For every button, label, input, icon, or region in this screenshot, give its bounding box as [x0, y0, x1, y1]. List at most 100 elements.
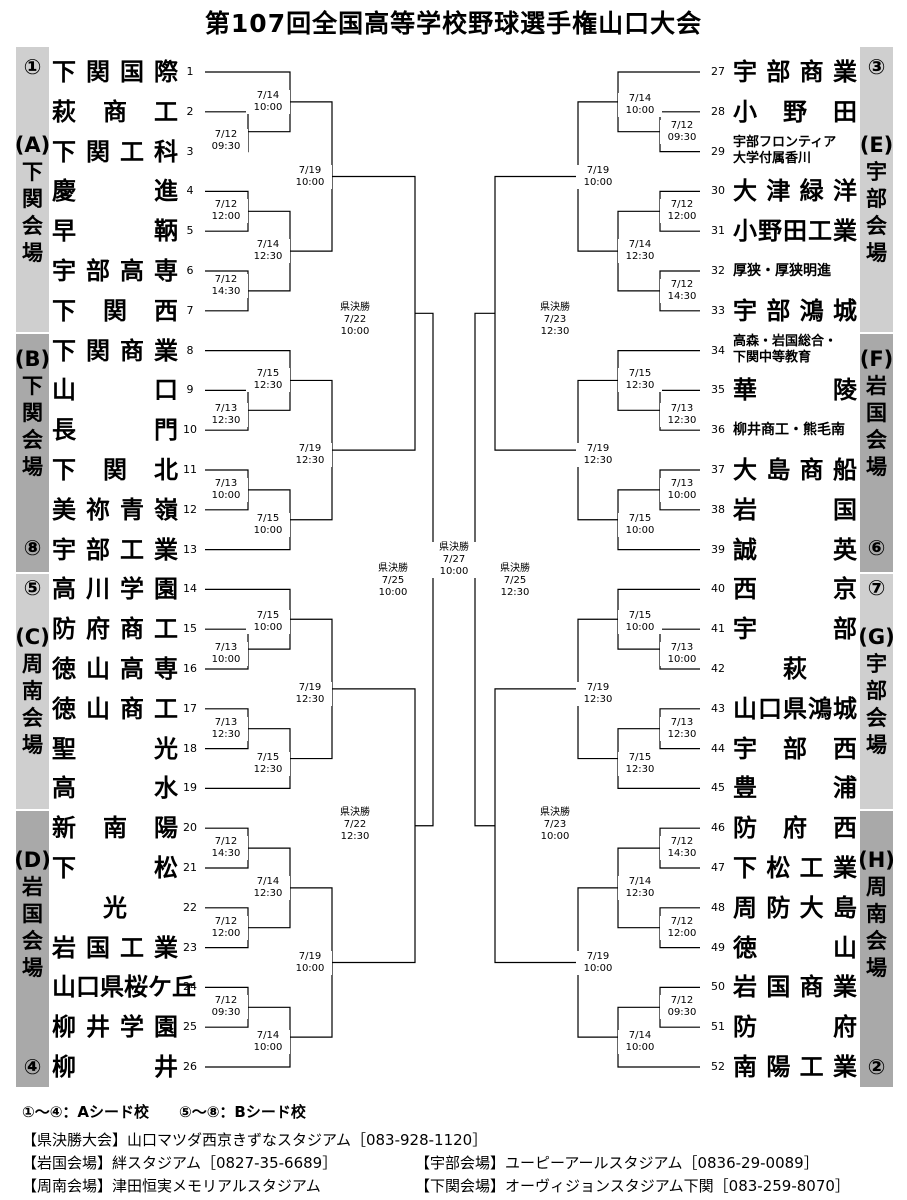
match-schedule: 7/14 12:30 — [246, 239, 290, 264]
school-name: 西京 — [733, 575, 857, 604]
match-schedule: 7/14 12:30 — [246, 875, 290, 900]
match-schedule: 7/19 10:00 — [288, 950, 332, 975]
seed-legend: ①～④：Aシード校 ⑤～⑧：Bシード校 — [22, 1103, 306, 1121]
school-name: 岩国工業 — [52, 933, 178, 962]
venue-bar-e: ③ (E)宇部会場 — [860, 47, 893, 332]
match-schedule: 県決勝 7/27 10:00 — [432, 541, 476, 578]
draw-number: 26 — [183, 1060, 197, 1073]
match-schedule: 7/15 10:00 — [246, 610, 290, 635]
match-schedule: 7/12 12:00 — [204, 915, 248, 940]
bracket-line — [474, 312, 495, 827]
draw-number: 14 — [183, 582, 197, 596]
venue-shimonoseki: 【下関会場】オーヴィジョンスタジアム下関［083-259-8070］ — [415, 1177, 850, 1195]
school-name: 防府商工 — [52, 615, 178, 644]
draw-number: 8 — [186, 343, 194, 357]
match-schedule: 7/12 14:30 — [204, 273, 248, 298]
venue-iwakuni: 【岩国会場】絆スタジアム［0827-35-6689］ — [22, 1154, 338, 1172]
draw-number: 32 — [711, 264, 725, 277]
draw-number: 38 — [711, 502, 725, 516]
draw-number: 30 — [711, 184, 725, 198]
venue-label: (H)周南会場 — [858, 848, 895, 980]
school-name: 岩国商業 — [733, 973, 857, 1002]
draw-number: 11 — [183, 463, 197, 476]
match-schedule: 7/13 10:00 — [204, 642, 248, 667]
draw-number: 17 — [183, 701, 197, 715]
venue-bar-f: (F)岩国会場 ⑥ — [860, 334, 893, 572]
match-schedule: 7/19 10:00 — [576, 950, 620, 975]
school-name: 高森・岩国総合・ 下関中等教育 — [733, 333, 838, 365]
school-name: 下関工科 — [52, 137, 178, 166]
school-name: 美祢青嶺 — [52, 495, 178, 524]
school-name: 萩 — [783, 655, 807, 683]
draw-number: 43 — [711, 701, 725, 715]
draw-number: 29 — [711, 144, 725, 158]
school-name: 宇部フロンティア 大学付属香川 — [733, 134, 837, 166]
venue-label: (C)周南会場 — [15, 625, 50, 757]
match-schedule: 県決勝 7/22 10:00 — [333, 302, 377, 339]
bracket-line — [415, 312, 434, 827]
match-schedule: 7/13 10:00 — [660, 477, 704, 502]
match-schedule: 県決勝 7/23 10:00 — [533, 806, 577, 843]
draw-number: 13 — [183, 542, 197, 556]
draw-number: 49 — [711, 940, 725, 954]
school-name: 華陵 — [733, 376, 857, 405]
school-name: 岩国 — [733, 495, 857, 524]
match-schedule: 7/15 10:00 — [618, 610, 662, 635]
match-schedule: 7/12 09:30 — [660, 995, 704, 1020]
draw-number: 40 — [711, 582, 725, 596]
school-name: 下松工業 — [733, 854, 857, 882]
draw-number: 20 — [183, 821, 197, 835]
draw-number: 4 — [186, 184, 194, 198]
draw-number: 33 — [711, 303, 725, 317]
draw-number: 23 — [183, 940, 197, 954]
match-schedule: 7/15 12:30 — [246, 368, 290, 393]
draw-number: 16 — [183, 662, 197, 675]
school-name: 早鞆 — [52, 217, 178, 246]
draw-number: 36 — [711, 423, 725, 437]
venue-bar-c: ⑤ (C)周南会場 — [15, 574, 50, 809]
school-name: 誠英 — [733, 535, 857, 564]
match-schedule: 7/19 12:30 — [288, 443, 332, 468]
draw-number: 37 — [711, 463, 725, 476]
venue-bar-d: (D)岩国会場 ④ — [14, 811, 51, 1087]
school-name: 大津緑洋 — [733, 177, 857, 206]
draw-number: 28 — [711, 104, 725, 118]
venue-shunan: 【周南会場】津田恒実メモリアルスタジアム — [22, 1177, 321, 1195]
match-schedule: 7/14 12:30 — [618, 875, 662, 900]
school-name: 宇部高専 — [52, 257, 178, 285]
draw-number: 39 — [711, 542, 725, 556]
school-name: 聖光 — [52, 734, 178, 763]
match-schedule: 7/15 12:30 — [246, 751, 290, 776]
school-name: 柳井学園 — [52, 1013, 178, 1042]
venue-bar-a: ① (A)下関会場 — [15, 47, 50, 332]
final-venue: 【県決勝大会】山口マツダ西京きずなスタジアム［083-928-1120］ — [22, 1131, 488, 1149]
draw-number: 34 — [711, 343, 725, 357]
school-name: 下関国際 — [52, 58, 178, 86]
match-schedule: 7/12 12:00 — [660, 199, 704, 224]
venue-bar-b: (B)下関会場 ⑧ — [14, 334, 51, 572]
match-schedule: 7/14 10:00 — [246, 1030, 290, 1055]
match-schedule: 県決勝 7/25 10:00 — [371, 562, 415, 599]
draw-number: 1 — [186, 65, 194, 78]
match-schedule: 県決勝 7/23 12:30 — [533, 302, 577, 339]
draw-number: 52 — [711, 1060, 725, 1073]
venue-label: (D)岩国会場 — [14, 848, 51, 980]
draw-number: 42 — [711, 662, 725, 675]
venue-label: (B)下関会場 — [14, 347, 51, 479]
match-schedule: 7/12 09:30 — [204, 128, 248, 153]
match-schedule: 7/12 09:30 — [660, 119, 704, 144]
school-name: 山口県鴻城 — [733, 694, 857, 723]
seed-mark: ① — [23, 55, 42, 79]
school-name: 下関西 — [52, 296, 178, 325]
match-schedule: 県決勝 7/22 12:30 — [333, 806, 377, 843]
draw-number: 41 — [711, 622, 725, 636]
draw-number: 44 — [711, 741, 725, 755]
school-name: 厚狭・厚狭明進 — [733, 263, 831, 279]
draw-number: 45 — [711, 781, 725, 795]
venue-bar-g: ⑦ (G)宇部会場 — [858, 574, 895, 809]
match-schedule: 7/14 10:00 — [246, 89, 290, 114]
match-schedule: 7/19 12:30 — [576, 681, 620, 706]
draw-number: 24 — [183, 980, 197, 994]
school-name: 小野田 — [733, 97, 857, 126]
match-schedule: 7/13 12:30 — [204, 716, 248, 741]
